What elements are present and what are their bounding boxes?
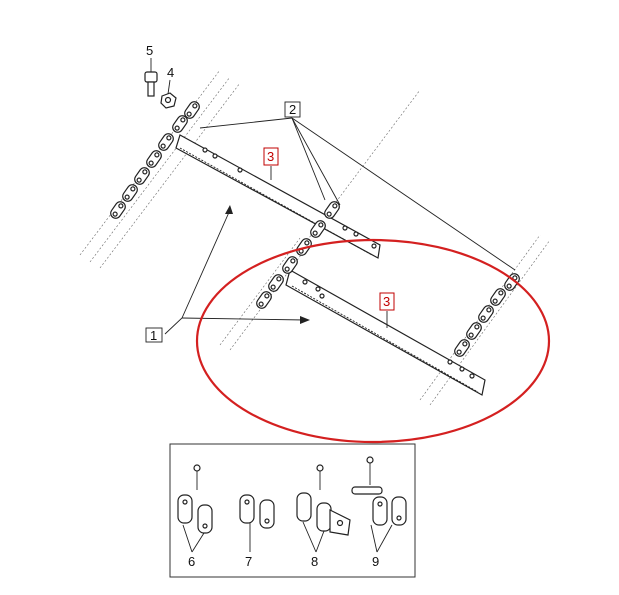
offset-link-7: 7 xyxy=(239,494,275,569)
chain-right xyxy=(452,271,522,359)
callout-3a-label: 3 xyxy=(267,149,274,164)
callout-9-label: 9 xyxy=(372,554,379,569)
callout-1: 1 xyxy=(145,327,163,343)
nut-part xyxy=(160,92,177,109)
callout-3a: 3 xyxy=(263,147,279,166)
callout-1-label: 1 xyxy=(150,328,157,343)
chain-left xyxy=(108,99,202,221)
callout-8-label: 8 xyxy=(311,554,318,569)
connecting-link-6: 6 xyxy=(177,464,213,569)
leader-4 xyxy=(167,79,171,95)
leaders-2 xyxy=(199,117,516,271)
knife-bar-lower xyxy=(285,269,486,396)
callout-3b-label: 3 xyxy=(383,294,390,309)
callout-2-label: 2 xyxy=(289,102,296,117)
knife-bar-upper xyxy=(175,134,381,259)
callout-2: 2 xyxy=(284,101,301,118)
callout-4-label: 4 xyxy=(167,65,174,80)
bolt-part xyxy=(144,71,158,97)
inset-box: 6 7 8 xyxy=(169,443,416,578)
attachment-link-8: 8 xyxy=(296,464,351,569)
callout-3b: 3 xyxy=(379,292,395,311)
highlight-ellipse xyxy=(195,238,551,444)
callout-7-label: 7 xyxy=(245,554,252,569)
callout-5-label: 5 xyxy=(146,43,153,58)
callout-6-label: 6 xyxy=(188,554,195,569)
pin-link-9: 9 xyxy=(351,456,407,569)
